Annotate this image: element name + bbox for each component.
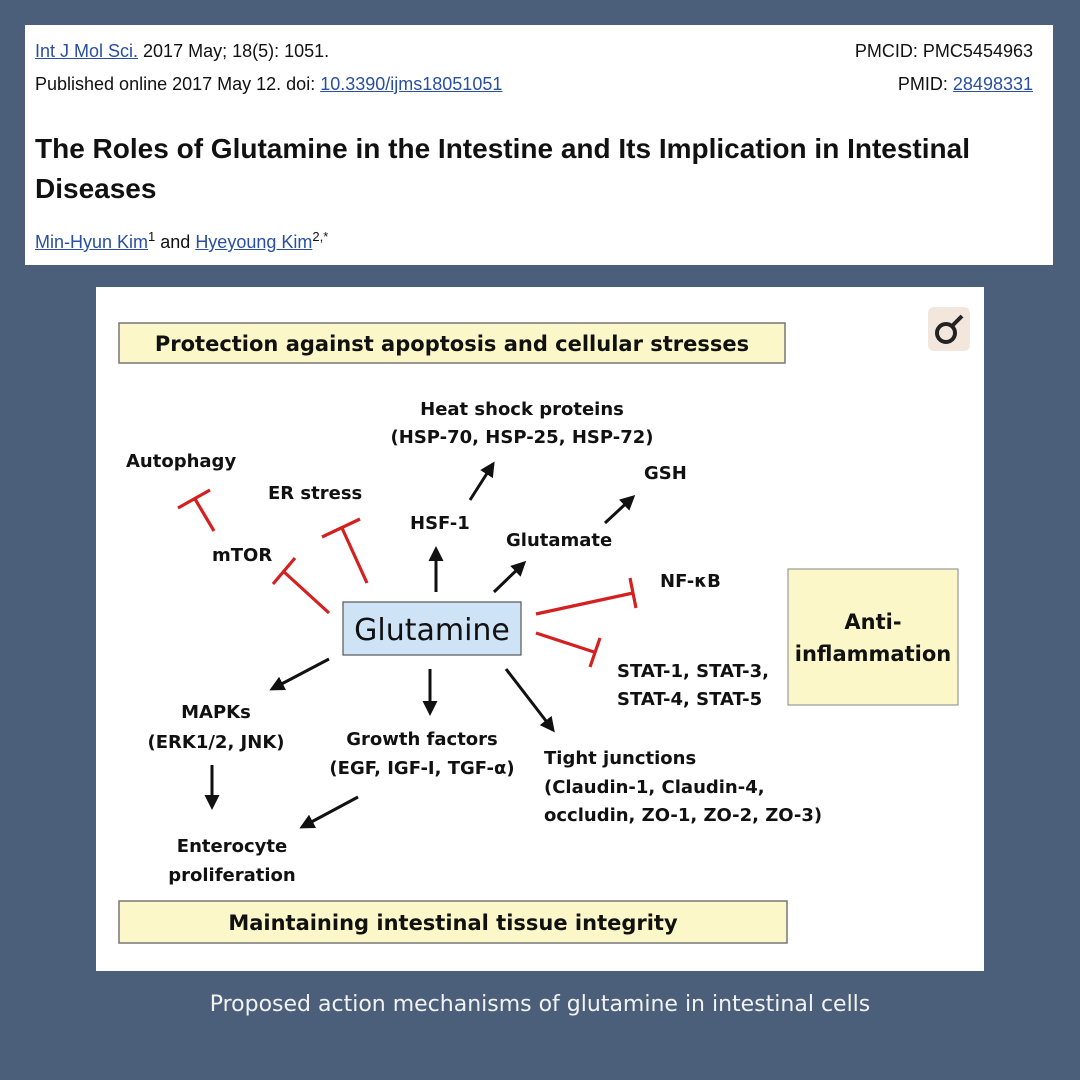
heat-shock-label-2: (HSP-70, HSP-25, HSP-72) [391, 427, 654, 448]
mapks-label-2: (ERK1/2, JNK) [148, 732, 285, 753]
author-conjunction: and [155, 232, 196, 252]
pmid-line: PMID: 28498331 [898, 74, 1033, 95]
arrow-to-heat-shock [468, 461, 495, 501]
article-header: Int J Mol Sci. 2017 May; 18(5): 1051. Pu… [25, 25, 1053, 265]
glutamine-label: Glutamine [354, 613, 510, 648]
zoom-icon[interactable] [928, 307, 970, 351]
bottom-banner [118, 900, 788, 944]
citation-line: Int J Mol Sci. 2017 May; 18(5): 1051. [35, 41, 329, 62]
arrow-to-gsh [603, 494, 636, 525]
tight-junctions-label-3: occludin, ZO-1, ZO-2, ZO-3) [544, 805, 822, 826]
published-text: Published online 2017 May 12. doi: [35, 74, 321, 94]
er-stress-label: ER stress [268, 483, 362, 504]
mtor-label: mTOR [212, 545, 272, 566]
journal-link[interactable]: Int J Mol Sci. [35, 41, 139, 61]
published-line: Published online 2017 May 12. doi: 10.33… [35, 74, 502, 95]
stat-label-1: STAT-1, STAT-3, [617, 661, 769, 682]
bottom-banner-text: Maintaining intestinal tissue integrity [228, 911, 678, 935]
citation-text: 2017 May; 18(5): 1051. [138, 41, 330, 61]
arrow-to-glutamate [492, 560, 527, 594]
inhibit-autophagy [193, 498, 216, 532]
doi-link[interactable]: 10.3390/ijms18051051 [320, 74, 503, 94]
autophagy-label: Autophagy [126, 451, 236, 472]
tight-junctions-label-2: (Claudin-1, Claudin-4, [544, 777, 765, 798]
author-affil-2: 2,* [312, 229, 329, 244]
enterocyte-label-2: proliferation [168, 865, 296, 886]
anti-inflammation-line1: Anti- [844, 610, 901, 634]
inhibit-er-stress [340, 527, 369, 584]
author-list: Min-Hyun Kim1 and Hyeyoung Kim2,* [35, 229, 328, 253]
arrow-to-tight-junctions [504, 668, 555, 733]
author-link-1[interactable]: Min-Hyun Kim [35, 232, 149, 252]
mechanism-figure: Protection against apoptosis and cellula… [96, 287, 984, 971]
glutamine-box [342, 601, 522, 656]
mapks-label-1: MAPKs [181, 702, 251, 723]
pmcid: PMCID: PMC5454963 [854, 41, 1033, 61]
figure-caption: Proposed action mechanisms of glutamine … [209, 992, 871, 1017]
author-link-2[interactable]: Hyeyoung Kim [195, 232, 313, 252]
top-banner-text: Protection against apoptosis and cellula… [155, 332, 749, 356]
glutamate-label: Glutamate [506, 530, 612, 551]
inhibit-nfkb [535, 591, 634, 616]
arrow-to-mapks [269, 657, 330, 691]
hsf1-label: HSF-1 [410, 513, 470, 534]
growth-factors-label-1: Growth factors [346, 729, 498, 750]
nfkb-label: NF-κB [660, 571, 721, 592]
inhibit-stat [535, 631, 595, 654]
gsh-label: GSH [644, 463, 687, 484]
pmid-link[interactable]: 28498331 [952, 74, 1033, 94]
stat-label-2: STAT-4, STAT-5 [617, 689, 762, 710]
mechanism-diagram: Protection against apoptosis and cellula… [118, 307, 970, 944]
arrow-growth-to-enterocyte [299, 795, 359, 829]
author-affil-1: 1 [148, 229, 156, 244]
top-banner [118, 322, 786, 364]
growth-factors-label-2: (EGF, IGF-I, TGF-α) [329, 758, 514, 779]
enterocyte-label-1: Enterocyte [177, 836, 287, 857]
activation-arrows [204, 461, 636, 829]
anti-inflammation-box [787, 568, 959, 706]
inhibit-mtor [281, 569, 331, 615]
pmid-label: PMID: [897, 74, 953, 94]
heat-shock-label-1: Heat shock proteins [420, 399, 624, 420]
inhibition-lines [177, 488, 638, 668]
tight-junctions-label-1: Tight junctions [544, 748, 696, 769]
anti-inflammation-line2: inflammation [795, 642, 951, 666]
article-title: The Roles of Glutamine in the Intestine … [35, 133, 970, 204]
